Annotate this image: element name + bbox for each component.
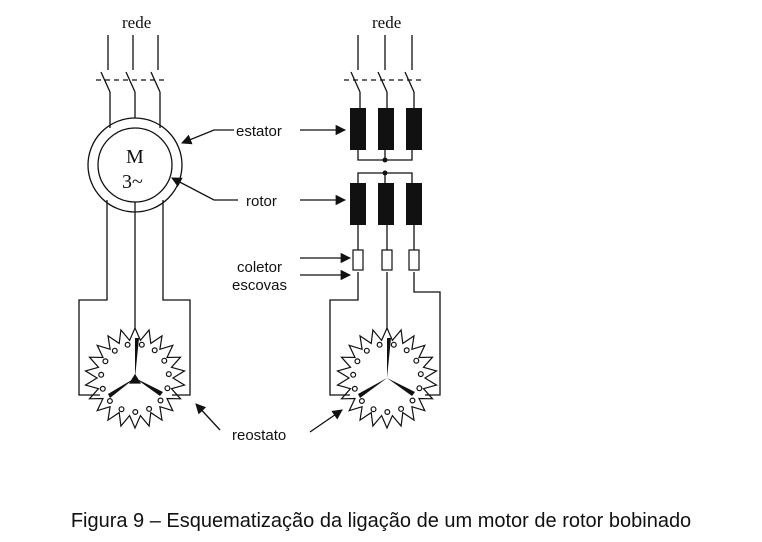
rheostat-tap	[416, 385, 423, 392]
right-diagram	[329, 35, 441, 396]
rheostat-tap	[363, 347, 370, 354]
escovas-label: escovas	[232, 277, 287, 294]
rheostat-tap	[138, 341, 145, 348]
label-arrows	[171, 124, 352, 433]
rheostat-tap	[413, 357, 420, 364]
rheostat-tap	[351, 385, 358, 392]
rheostat-tap	[376, 341, 383, 348]
rheostat-tap	[106, 398, 113, 405]
rede-label-right: rede	[372, 13, 401, 32]
rheostat-tap	[118, 406, 125, 413]
rheostat-tap	[398, 405, 405, 412]
stator-coils	[350, 108, 422, 150]
rheostat-tap	[390, 341, 397, 348]
estator-label: estator	[236, 123, 282, 140]
rheostat-tap	[102, 358, 109, 365]
rheostat-tap	[409, 397, 416, 404]
rheostat-tap	[354, 358, 361, 365]
figure-caption: Figura 9 – Esquematização da ligação de …	[70, 510, 692, 532]
motor-m-label: M	[126, 146, 144, 168]
rheostat-tap	[157, 397, 164, 404]
left-diagram	[78, 35, 191, 396]
rheostat-tap	[132, 409, 139, 416]
rheostat-tap	[146, 405, 153, 412]
rheostat-tap	[350, 371, 357, 378]
rheostat-tap	[99, 385, 106, 392]
rheostat-tap	[417, 371, 424, 378]
reostato-label: reostato	[232, 427, 286, 444]
coletor-rings	[352, 249, 420, 271]
coletor-label: coletor	[237, 259, 282, 276]
rheostat-tap	[98, 371, 105, 378]
rheostat-tap	[124, 341, 131, 348]
rheostat-tap	[111, 347, 118, 354]
rheostat-tap	[151, 347, 158, 354]
reostato-right	[336, 326, 438, 430]
rheostat-tap	[403, 347, 410, 354]
rheostat-tap	[165, 371, 172, 378]
rotor-label: rotor	[246, 193, 277, 210]
rheostat-tap	[161, 357, 168, 364]
rede-label-left: rede	[122, 13, 151, 32]
motor-wiring-diagram: rede rede M 3~ estator rotor coletor esc…	[78, 13, 441, 444]
rheostat-tap	[164, 385, 171, 392]
rheostat-tap	[358, 398, 365, 405]
rheostat-tap	[370, 406, 377, 413]
rheostat-tap	[384, 409, 391, 416]
junction-dots	[382, 157, 388, 176]
rotor-coils	[350, 183, 422, 225]
reostato-left	[84, 326, 186, 430]
motor-phase-label: 3~	[122, 171, 143, 193]
